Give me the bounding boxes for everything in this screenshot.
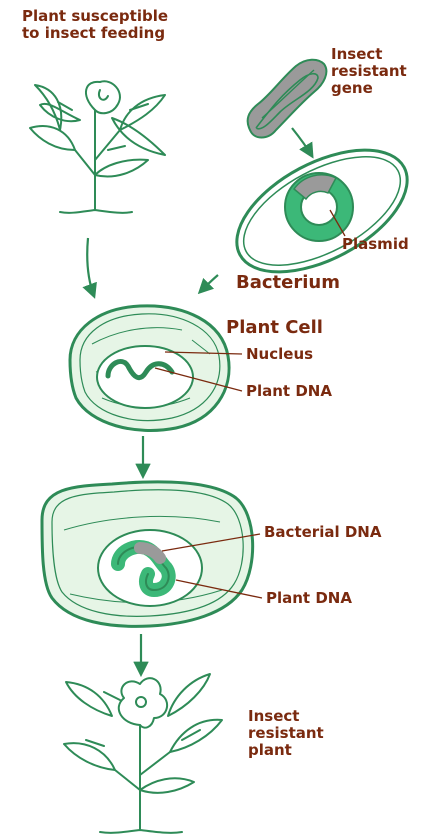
plant-dna-label-modified: Plant DNA (266, 590, 352, 607)
modified-cell-icon (42, 482, 253, 627)
resistant-plant-icon (64, 674, 222, 833)
plasmid-label: Plasmid (342, 236, 409, 253)
bacterial-dna-label: Bacterial DNA (264, 524, 381, 541)
gene-icon (248, 60, 327, 138)
plant-icon (30, 81, 165, 213)
nucleus-label: Nucleus (246, 346, 313, 363)
plant-cell-label: Plant Cell (226, 318, 323, 338)
bacterium-label: Bacterium (236, 273, 340, 293)
insect-resistant-gene-label: Insect resistant gene (331, 46, 407, 97)
plant-cell-icon (70, 306, 229, 431)
plant-dna-label: Plant DNA (246, 383, 332, 400)
insect-resistant-plant-label: Insect resistant plant (248, 708, 324, 759)
plant-susceptible-label: Plant susceptible to insect feeding (22, 8, 168, 42)
